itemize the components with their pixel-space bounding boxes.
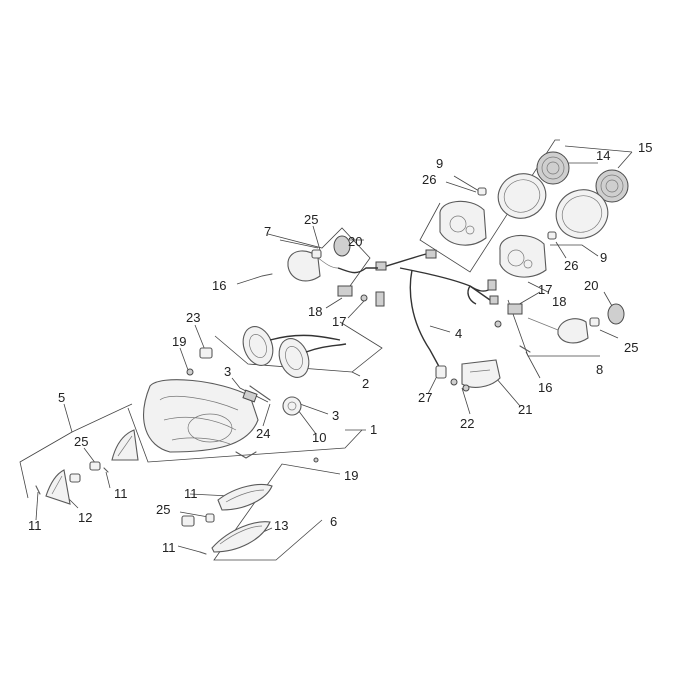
callout-label: 20 [584,278,598,293]
bulbs-26 [477,187,557,240]
callout-label: 17 [538,282,552,297]
upper-right-lens-left [536,151,570,185]
callout-label: 19 [344,468,358,483]
callout-label: 20 [348,234,362,249]
callout-label: 5 [58,390,65,405]
callout-label: 14 [596,148,610,163]
callout-label: 6 [330,514,337,529]
callout-label: 25 [624,340,638,355]
upper-right-lamp-housing-left [439,200,487,246]
upper-right-lens-right [595,169,629,203]
upper-right-lamp-ring-right [555,189,609,239]
upper-right-lamp-ring-left [497,173,547,219]
callout-label: 22 [460,416,474,431]
callout-label: 27 [418,390,432,405]
callout-label: 23 [186,310,200,325]
callout-label: 3 [332,408,339,423]
callout-label: 21 [518,402,532,417]
callout-label: 8 [596,362,603,377]
main-headlight [143,379,271,459]
callout-label: 25 [156,502,170,517]
callout-label: 11 [162,540,176,555]
turn-signal-rear [181,457,319,555]
callout-label: 10 [312,430,326,445]
group-brackets [19,139,633,561]
callout-label: 19 [172,334,186,349]
callout-label: 2 [362,376,369,391]
headlight-bulb-assembly [186,326,347,378]
turn-signal-front-left [35,429,139,505]
callout-label: 15 [638,140,652,155]
callout-label: 7 [264,224,271,239]
callout-label: 11 [114,486,128,501]
callout-label: 24 [256,426,270,441]
upper-right-lamp-housing-right [499,234,547,278]
license-plate-light [450,359,501,392]
callout-label: 9 [436,156,443,171]
callout-label: 18 [552,294,566,309]
callout-label: 18 [308,304,322,319]
callout-label: 25 [74,434,88,449]
callout-label: 26 [422,172,436,187]
callout-label: 3 [224,364,231,379]
callout-label: 26 [564,258,578,273]
callout-label: 16 [538,380,552,395]
callout-label: 4 [455,326,462,341]
callout-label: 16 [212,278,226,293]
bulb-holder-10 [282,396,302,416]
callout-label: 13 [274,518,288,533]
callout-label: 17 [332,314,346,329]
callout-label: 12 [78,510,92,525]
callout-label: 1 [370,422,377,437]
turn-signal-left [261,235,378,302]
callout-label: 11 [28,518,42,533]
callout-label: 25 [304,212,318,227]
callout-label: 9 [600,250,607,265]
turn-signal-right [494,303,625,353]
callout-label: 11 [184,486,198,501]
callout-labels: 1 2 3 3 4 5 6 7 8 9 9 10 11 11 11 11 12 … [28,140,652,555]
wiring-harness [375,249,499,379]
